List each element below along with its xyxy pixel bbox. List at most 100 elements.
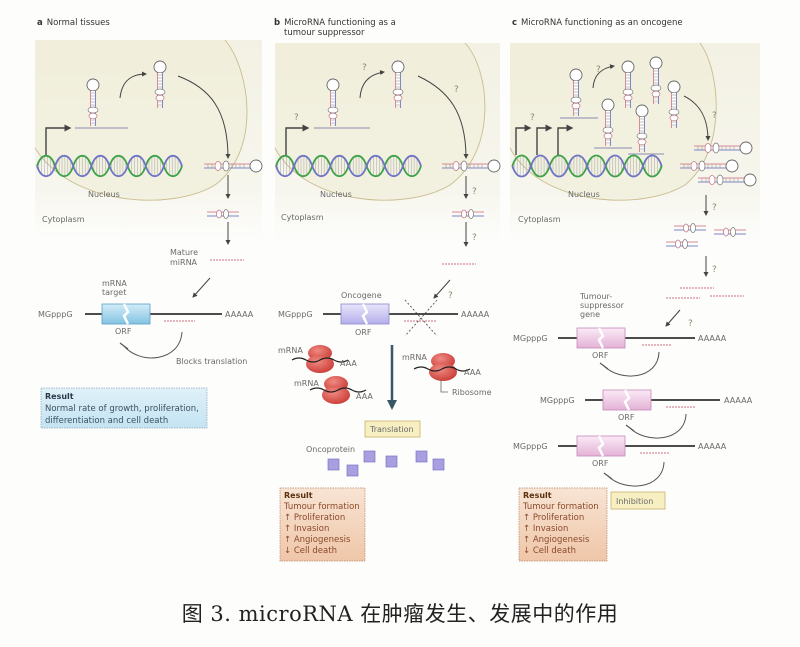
svg-text:?: ? [448, 291, 453, 301]
ribosome-3: mRNA AAA Ribosome [402, 353, 492, 397]
svg-text:↑ Proliferation: ↑ Proliferation [523, 513, 584, 523]
ribosome-1: mRNA AAA [278, 345, 357, 373]
svg-text:Result: Result [523, 491, 552, 500]
svg-text:?: ? [712, 265, 717, 275]
tumour-suppressor-mrna-2: MGpppG AAAAA ORF [540, 389, 753, 439]
cytoplasm-label: Cytoplasm [42, 215, 85, 224]
translation-label-box: Translation [364, 420, 421, 438]
processing-arrow [119, 71, 147, 99]
nuclear-membrane [509, 42, 717, 201]
svg-text:ORF: ORF [592, 351, 609, 360]
oncoprotein-label: Oncoprotein [306, 445, 355, 454]
svg-text:Translation: Translation [369, 425, 414, 434]
nucleus-area [510, 43, 717, 201]
svg-text:mRNA: mRNA [294, 379, 319, 388]
ribosome-label: Ribosome [452, 388, 492, 397]
svg-text:ORF: ORF [618, 413, 635, 422]
svg-text:MGpppG: MGpppG [513, 442, 548, 451]
svg-text:Result: Result [284, 491, 313, 500]
svg-text:?: ? [472, 187, 477, 197]
svg-text:?: ? [472, 233, 477, 243]
svg-text:↓ Cell death: ↓ Cell death [284, 546, 337, 556]
transcription-start-arrow [285, 124, 310, 155]
binding-arrow [665, 309, 681, 327]
orf-label: ORF [355, 328, 372, 337]
export-arrow [417, 75, 469, 159]
svg-text:AAAAA: AAAAA [698, 442, 727, 451]
svg-text:?: ? [688, 319, 693, 329]
svg-text:Normal rate of growth, prolife: Normal rate of growth, proliferation, [45, 404, 199, 414]
svg-text:?: ? [362, 63, 367, 73]
polya-label: AAAAA [225, 310, 254, 319]
svg-text:differentiation and cell death: differentiation and cell death [45, 416, 168, 426]
result-box-oncogene: Result Tumour formation ↑ Proliferation … [518, 487, 608, 562]
svg-text:↑ Angiogenesis: ↑ Angiogenesis [523, 535, 590, 545]
cap-label: MGpppG [38, 310, 73, 319]
svg-text:AAAAA: AAAAA [724, 396, 753, 405]
nucleus-area [275, 43, 485, 201]
svg-text:Tumour formation: Tumour formation [283, 502, 360, 512]
oncogene-label: Oncogene [341, 291, 382, 300]
orf-break [122, 303, 130, 325]
tumour-suppressor-mrna-1: MGpppG AAAAA ORF [513, 327, 727, 377]
orf-break [361, 303, 369, 325]
mature-mirnas [666, 287, 744, 299]
transcription-start-arrow [45, 124, 72, 155]
oncoproteins [327, 450, 445, 477]
blocked-binding-cross [404, 299, 438, 337]
blocks-translation-label: Blocks translation [176, 357, 247, 366]
svg-text:AAA: AAA [356, 392, 373, 401]
nucleus-label: Nucleus [88, 190, 120, 199]
processing-arrow [359, 70, 385, 99]
svg-text:?: ? [596, 65, 601, 75]
svg-text:AAA: AAA [464, 368, 481, 377]
export-arrow [683, 95, 711, 141]
transcription-start-arrows [515, 124, 574, 155]
tumour-suppressor-mrna-3: MGpppG AAAAA ORF [513, 435, 727, 487]
svg-text:?: ? [530, 113, 535, 123]
oncoprotein [415, 450, 428, 463]
figure-caption: 图 3. microRNA 在肿瘤发生、发展中的作用 [181, 602, 619, 626]
result-box-tumour-suppressor: Result Tumour formation ↑ Proliferation … [279, 487, 366, 562]
oncoprotein [327, 458, 340, 471]
svg-text:?: ? [712, 203, 717, 213]
polya-label: AAAAA [461, 310, 490, 319]
binding-arrow [192, 277, 211, 298]
oncoprotein [346, 464, 359, 477]
cytoplasm-label: Cytoplasm [518, 215, 561, 224]
svg-text:AAA: AAA [340, 359, 357, 368]
svg-text:↑ Invasion: ↑ Invasion [284, 524, 329, 534]
svg-text:AAAAA: AAAAA [698, 334, 727, 343]
svg-text:↑ Angiogenesis: ↑ Angiogenesis [284, 535, 351, 545]
nucleus-label: Nucleus [568, 190, 600, 199]
oncoprotein [432, 458, 445, 471]
oncoprotein [363, 450, 376, 463]
nucleus-label: Nucleus [320, 190, 352, 199]
svg-text:?: ? [712, 111, 717, 121]
cytoplasm-label: Cytoplasm [281, 213, 324, 222]
inhibition-arc [123, 331, 183, 359]
inhibition-label-box: Inhibition [610, 491, 666, 510]
ribosome-2: mRNA AAA [294, 376, 373, 404]
svg-text:↑ Proliferation: ↑ Proliferation [284, 513, 345, 523]
nuclear-membrane [34, 39, 248, 201]
cap-label: MGpppG [278, 310, 313, 319]
inhibition-bar [119, 342, 129, 350]
svg-text:Inhibition: Inhibition [616, 497, 653, 506]
result-box-normal: Result Normal rate of growth, proliferat… [40, 387, 208, 429]
svg-text:MGpppG: MGpppG [540, 396, 575, 405]
svg-text:mRNA: mRNA [278, 346, 303, 355]
svg-text:ORF: ORF [592, 459, 609, 468]
svg-text:↓ Cell death: ↓ Cell death [523, 546, 576, 556]
svg-text:?: ? [294, 113, 299, 123]
